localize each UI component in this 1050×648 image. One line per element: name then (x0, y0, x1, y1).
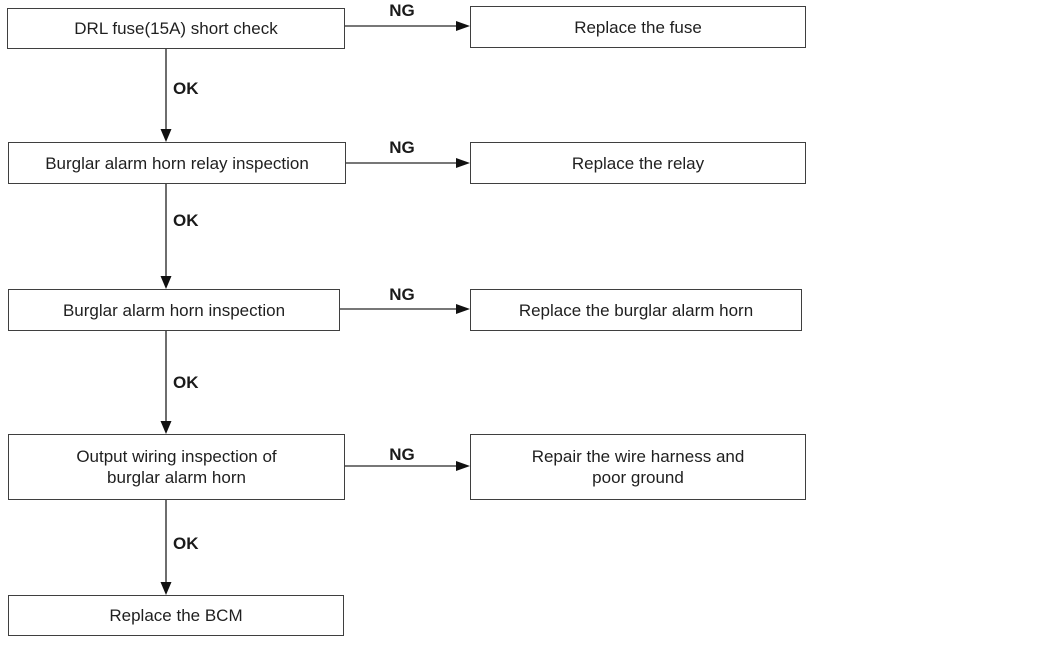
ng-label-2: NG (389, 138, 415, 157)
check-box-label: Burglar alarm horn relay inspection (45, 153, 309, 173)
remedy-box-label-line2: poor ground (592, 468, 684, 487)
arrow-ok-1 (160, 48, 172, 142)
check-box-horn-relay: Burglar alarm horn relay inspection (8, 142, 346, 184)
remedy-box-repair-harness: Repair the wire harness and poor ground (470, 434, 806, 500)
arrow-ok-3 (160, 330, 172, 434)
remedy-box-label: Replace the burglar alarm horn (518, 300, 754, 320)
check-box-label: DRL fuse(15A) short check (74, 19, 278, 38)
ng-label-4: NG (389, 445, 415, 464)
remedy-box-replace-relay: Replace the relay (470, 142, 806, 184)
check-box-output-wiring: Output wiring inspection of burglar alar… (8, 434, 345, 500)
remedy-box-label-line1: Repair the wire harness and (531, 447, 745, 466)
ng-label-1: NG (389, 1, 415, 20)
check-box-label: Burglar alarm horn inspection (62, 300, 286, 320)
check-box-horn-inspection: Burglar alarm horn inspection (8, 289, 340, 331)
check-box-drl-fuse: DRL fuse(15A) short check (7, 8, 345, 49)
ok-label-2: OK (173, 211, 199, 230)
ok-label-1: OK (173, 79, 199, 98)
remedy-box-replace-horn: Replace the burglar alarm horn (470, 289, 802, 331)
final-box-label: Replace the BCM (109, 606, 243, 625)
arrow-ng-2 (346, 158, 470, 168)
remedy-box-label: Replace the fuse (574, 17, 702, 37)
arrow-ok-4 (160, 500, 172, 595)
remedy-box-replace-fuse: Replace the fuse (470, 6, 806, 48)
arrow-ok-2 (160, 183, 172, 289)
check-box-label-line1: Output wiring inspection of (76, 447, 277, 466)
ok-label-4: OK (173, 534, 199, 553)
arrow-ng-3 (340, 304, 470, 314)
ok-label-3: OK (173, 373, 199, 392)
check-box-label-line2: burglar alarm horn (107, 468, 246, 487)
ng-label-3: NG (389, 285, 415, 304)
arrow-ng-1 (345, 21, 470, 31)
arrow-ng-4 (345, 461, 470, 471)
final-box-replace-bcm: Replace the BCM (8, 595, 344, 636)
remedy-box-label: Replace the relay (571, 153, 705, 173)
